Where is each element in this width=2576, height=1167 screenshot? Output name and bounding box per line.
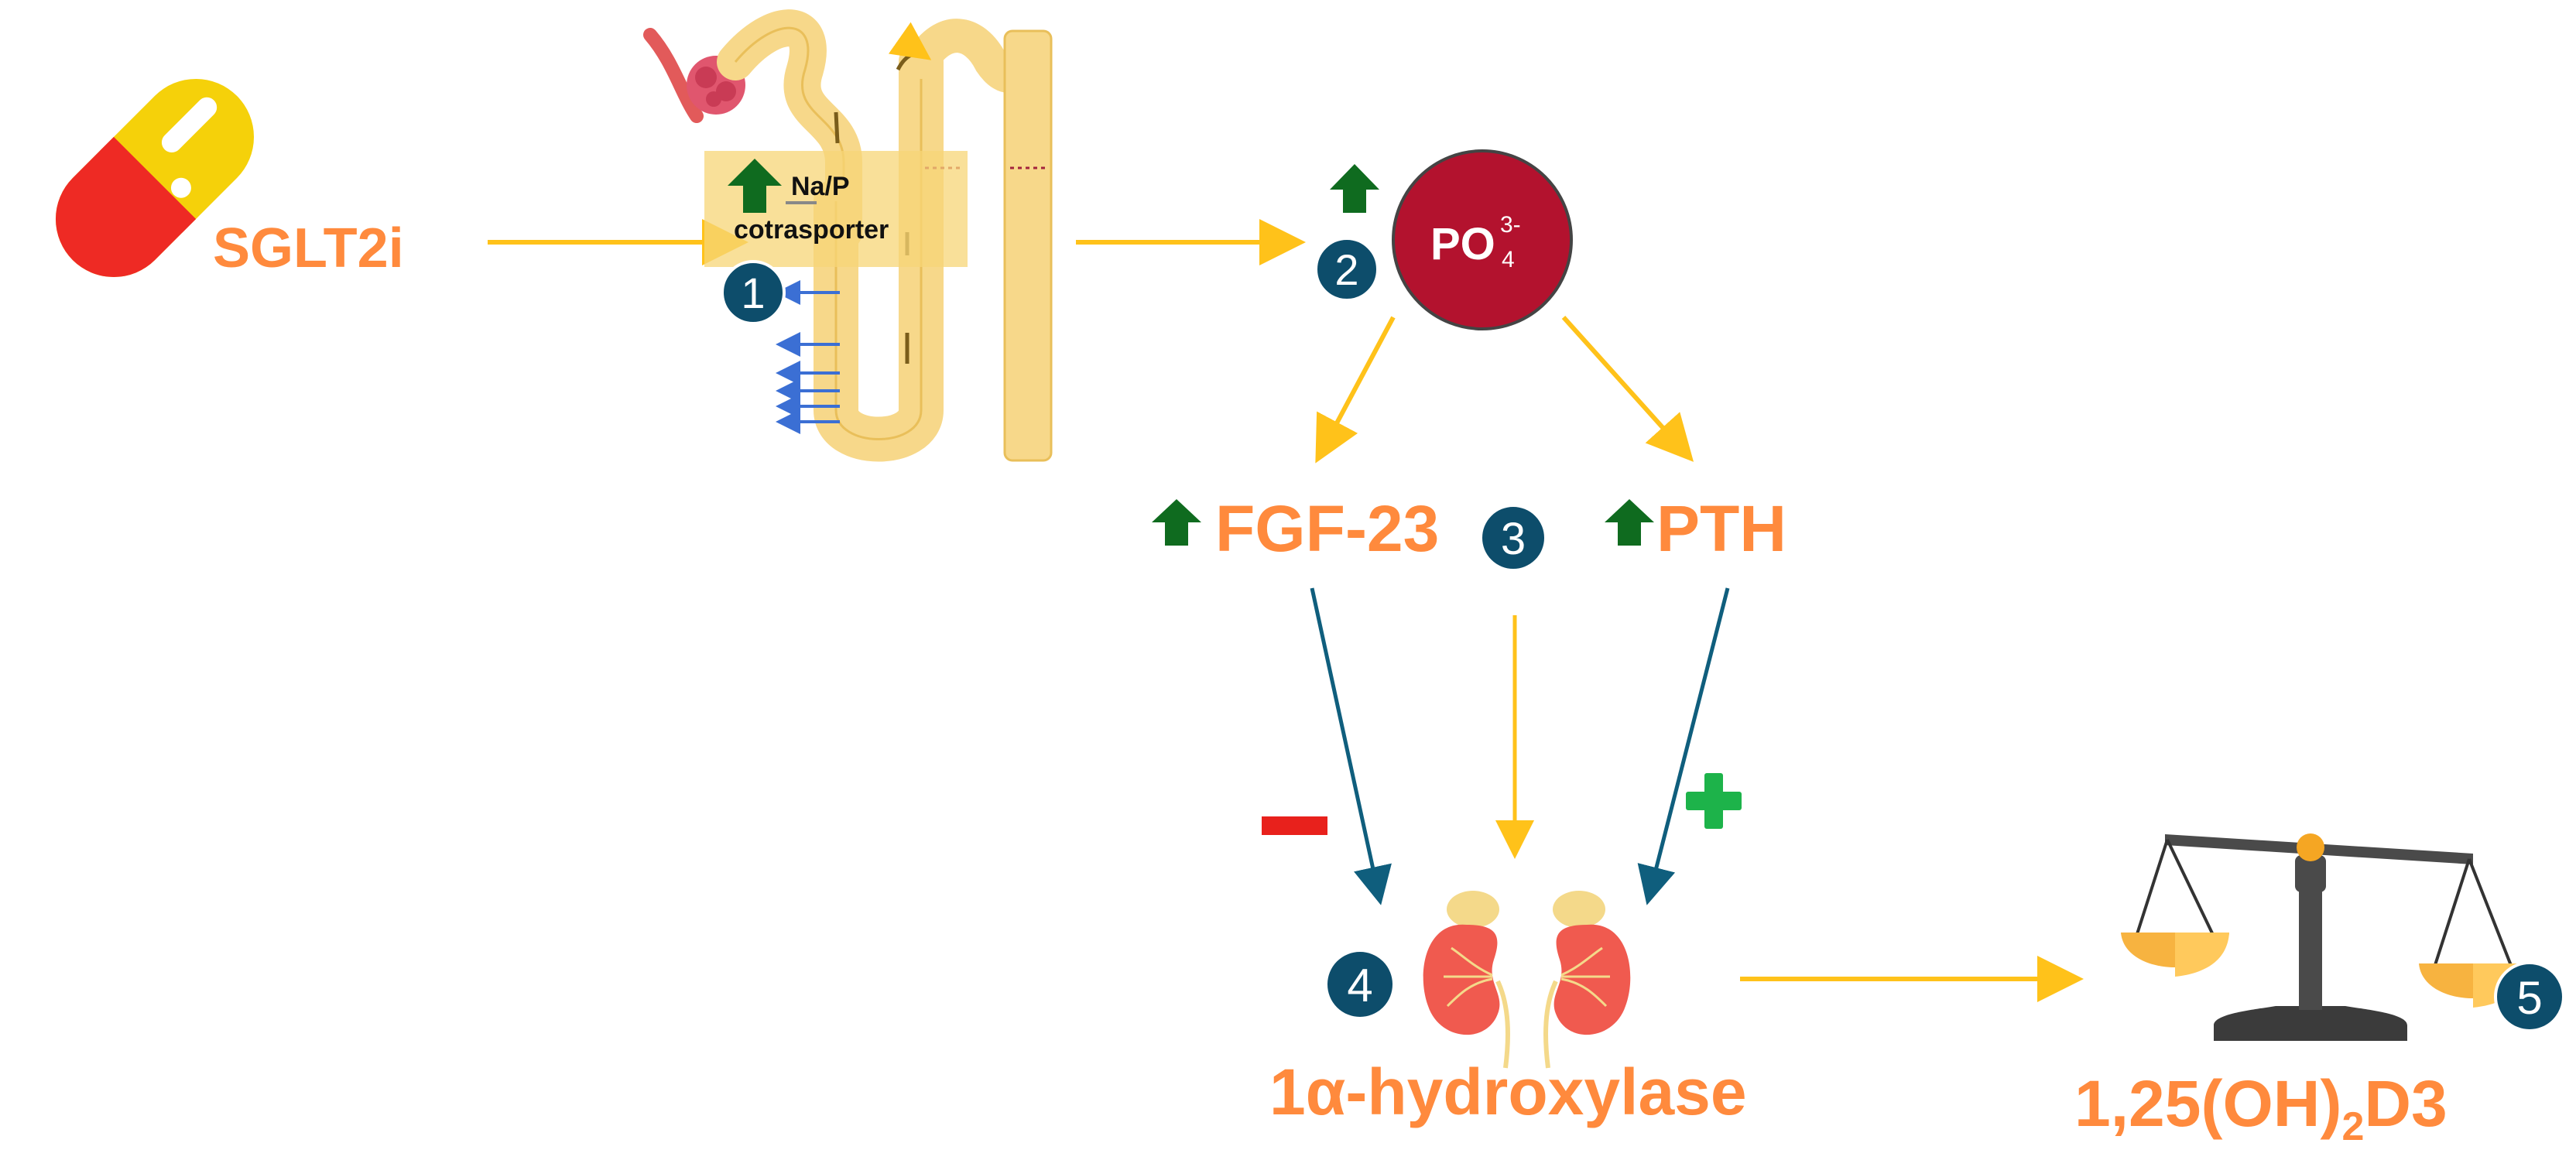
step-badge-5: 5: [2494, 961, 2565, 1032]
pill-icon: [55, 78, 255, 278]
vitamin-d-subscript: 2: [2341, 1104, 2364, 1149]
step-number: 3: [1501, 514, 1526, 564]
enzyme-label: 1α-hydroxylase: [1269, 1056, 1747, 1128]
step-number: 1: [741, 269, 765, 317]
vitamin-d-part1: 1,25(OH): [2074, 1067, 2341, 1140]
step-badge-3: 3: [1479, 504, 1547, 572]
step-number: 4: [1347, 960, 1372, 1011]
arrow-pth-to-kidney: [1637, 587, 1730, 905]
phosphate-superscript: 3-: [1500, 212, 1521, 238]
fgf23-label: FGF-23: [1215, 492, 1439, 565]
sglt2i-label: SGLT2i: [213, 217, 404, 279]
nephron-illustration: [643, 9, 1053, 462]
step-badge-4: 4: [1324, 949, 1396, 1020]
kidneys-icon: [1423, 891, 1631, 1069]
minus-sign-icon: [1262, 816, 1327, 835]
plus-sign-icon: [1686, 773, 1742, 829]
balance-scale-icon: [2121, 833, 2527, 1041]
arrow-phosphate-to-fgf23: [1315, 316, 1396, 464]
step-number: 2: [1334, 245, 1358, 294]
pth-label: PTH: [1656, 492, 1786, 565]
up-arrow-icon: [1152, 499, 1201, 546]
cotransporter-label-line2: cotrasporter: [734, 215, 889, 245]
up-arrow-icon: [1605, 499, 1654, 546]
step-number: 5: [2516, 972, 2542, 1024]
phosphate-icon: PO 3- 4: [1392, 149, 1573, 330]
vitamin-d-part2: D3: [2364, 1067, 2447, 1140]
step-badge-2: 2: [1314, 237, 1379, 302]
arrow-fgf23-to-kidney: [1310, 587, 1392, 905]
arrow-phosphate-to-pth: [1561, 315, 1694, 462]
step-badge-1: 1: [721, 260, 786, 325]
up-arrow-icon: [728, 159, 782, 213]
up-arrow-icon: [1330, 164, 1379, 213]
cotransporter-label-line1: Na/P: [791, 172, 850, 201]
phosphate-label: PO: [1430, 219, 1495, 269]
phosphate-subscript: 4: [1502, 247, 1515, 272]
vitamin-d-label: 1,25(OH)2D3: [2074, 1067, 2448, 1149]
